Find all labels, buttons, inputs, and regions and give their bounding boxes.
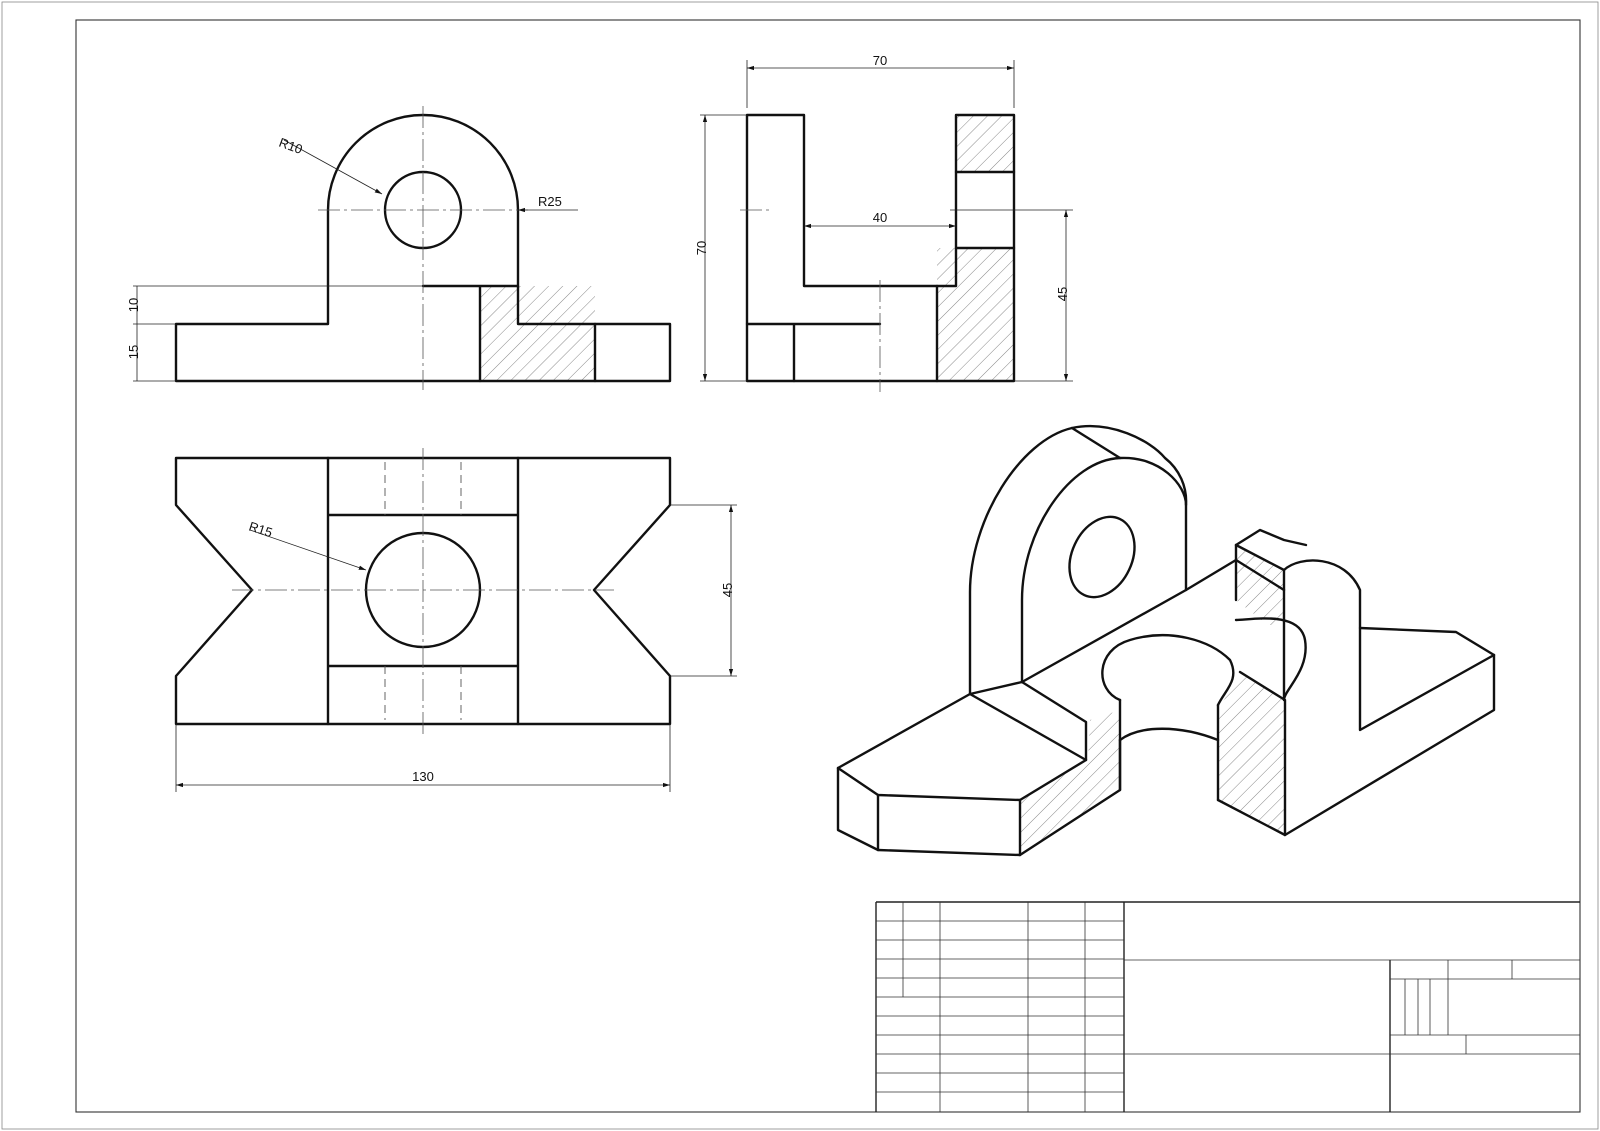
title-block-right-cols	[1404, 960, 1513, 1054]
title-block-rows	[876, 920, 1124, 1093]
title-block-frame	[875, 901, 1580, 1112]
iso-hatch-left	[1020, 710, 1120, 855]
top-centerlines	[232, 448, 614, 734]
title-block	[875, 901, 1580, 1112]
top-leader-r15	[249, 529, 367, 571]
top-ext-bottom	[175, 724, 671, 792]
dim-r10: R10	[277, 135, 305, 157]
side-hatch-top	[956, 115, 1014, 172]
iso-base-left-end	[836, 766, 880, 852]
dim-top-45: 45	[720, 583, 735, 597]
dim-130: 130	[412, 769, 434, 784]
top-ext-right	[670, 504, 737, 677]
dim-r25: R25	[538, 194, 562, 209]
top-view: R15 45 130	[174, 448, 737, 792]
isometric-view	[836, 425, 1496, 857]
iso-saddle-top	[1101, 634, 1235, 707]
iso-boss-front	[1020, 456, 1188, 684]
iso-boss-hole	[1068, 515, 1136, 599]
dim-15: 15	[126, 345, 141, 359]
dim-side-70-left: 70	[694, 241, 709, 255]
iso-saddle-arc	[1118, 727, 1220, 742]
iso-boss-back	[968, 425, 1188, 696]
front-leader-r10	[283, 139, 383, 195]
iso-right-post-top	[1234, 528, 1308, 602]
front-ext-lines	[133, 285, 423, 382]
iso-saddle-sides	[1118, 698, 1220, 802]
front-outline	[174, 113, 672, 383]
dim-r15: R15	[247, 519, 274, 541]
top-inner-edges	[326, 456, 520, 726]
iso-base-center-back	[1020, 558, 1286, 684]
iso-right-cradle	[1234, 617, 1307, 702]
dim-10: 10	[126, 298, 141, 312]
iso-right-wing-top	[1358, 626, 1496, 657]
front-section-hatch	[480, 286, 595, 382]
iso-base-left-front	[876, 798, 1022, 857]
dim-side-40: 40	[873, 210, 887, 225]
side-ext-right	[950, 209, 1073, 382]
inner-frame	[75, 19, 1581, 1113]
front-section-edges	[421, 284, 597, 383]
iso-right-cut	[1216, 670, 1287, 837]
iso-hatch-right	[1218, 672, 1285, 835]
side-inner-edges	[745, 170, 1016, 383]
iso-step-left	[1020, 680, 1088, 762]
title-block-right-rows	[1124, 959, 1580, 1055]
side-view: 70 70 40 45	[694, 53, 1073, 392]
iso-right-boss	[1282, 559, 1496, 837]
dim-side-45: 45	[1055, 287, 1070, 301]
top-hidden-lines	[384, 462, 462, 720]
side-outline	[745, 113, 1016, 383]
iso-base-left-top	[836, 692, 1088, 802]
dim-side-70-top: 70	[873, 53, 887, 68]
side-hatch-bottom	[937, 248, 1014, 381]
iso-boss-edges	[968, 426, 1122, 696]
side-ext-left	[700, 114, 747, 382]
title-block-cols	[902, 902, 1086, 1112]
front-centerlines	[318, 106, 528, 390]
side-centerlines	[740, 209, 881, 392]
front-view: R10 R25 10 15	[126, 106, 672, 390]
